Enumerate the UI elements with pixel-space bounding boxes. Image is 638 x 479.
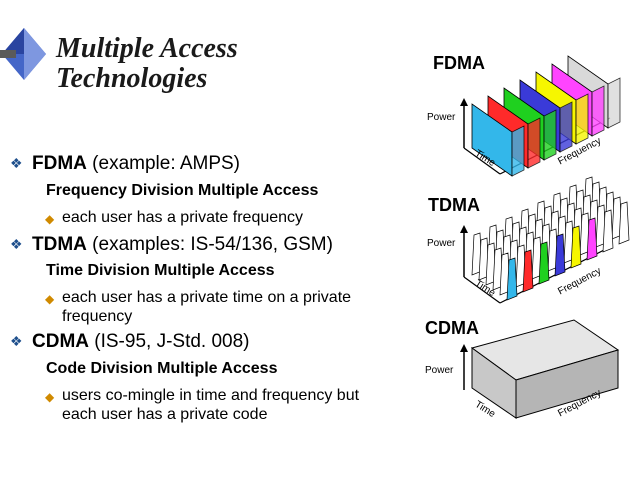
cdma-diagram — [460, 319, 620, 419]
fdma-band-face — [511, 125, 525, 177]
title-line-1: Multiple Access — [56, 33, 238, 64]
fdma-band-face — [543, 109, 557, 161]
subtitle-fdma: Frequency Division Multiple Access — [46, 182, 319, 199]
tdma-diagram-label: TDMA — [428, 195, 480, 215]
fdma-power-label: Power — [427, 112, 456, 123]
tdma-slot — [586, 217, 598, 261]
bullet-fdma-name: FDMA — [32, 153, 87, 174]
tdma-slot — [506, 257, 518, 301]
title-line-2: Technologies — [56, 63, 208, 94]
bullet-cdma-name: CDMA — [32, 331, 89, 352]
point-tdma: ◆ each user has a private time on a priv… — [45, 289, 352, 325]
bullet-tdma-detail: (examples: IS-54/136, GSM) — [92, 234, 333, 255]
tdma-slot — [602, 209, 614, 253]
fdma-diagram-label: FDMA — [433, 53, 485, 73]
subtitle-tdma: Time Division Multiple Access — [46, 262, 275, 279]
subtitle-cdma: Code Division Multiple Access — [46, 360, 278, 377]
small-diamond-icon: ◆ — [45, 390, 55, 404]
small-diamond-icon: ◆ — [45, 292, 55, 306]
tdma-slot — [554, 233, 566, 277]
bullet-tdma-name: TDMA — [32, 234, 87, 255]
diamond-logo-icon — [0, 28, 46, 80]
diamond-bullet-icon: ❖ — [10, 155, 23, 171]
bullet-cdma-detail: (IS-95, J-Std. 008) — [94, 331, 250, 352]
cdma-power-label: Power — [425, 365, 454, 376]
bullet-fdma-detail: (example: AMPS) — [92, 153, 240, 174]
tdma-diagram — [460, 176, 630, 304]
tdma-slot — [538, 241, 550, 285]
fdma-band-face — [575, 93, 589, 145]
diamond-bullet-icon: ❖ — [10, 236, 23, 252]
tdma-slot — [618, 201, 630, 245]
fdma-diagram — [460, 55, 621, 177]
tdma-slot — [522, 249, 534, 293]
bullet-fdma: ❖ FDMA (example: AMPS) — [10, 153, 240, 175]
fdma-band-face — [527, 117, 541, 169]
small-diamond-icon: ◆ — [45, 212, 55, 226]
bullet-tdma: ❖ TDMA (examples: IS-54/136, GSM) — [10, 234, 333, 256]
fdma-band-face — [591, 85, 605, 137]
point-cdma: ◆ users co-mingle in time and frequency … — [45, 387, 360, 423]
fdma-band-face — [559, 101, 573, 153]
fdma-band-face — [607, 77, 621, 129]
cdma-diagram-label: CDMA — [425, 318, 479, 338]
tdma-power-label: Power — [427, 238, 456, 249]
page-title: Multiple Access Technologies — [56, 34, 238, 94]
bullet-cdma: ❖ CDMA (IS-95, J-Std. 008) — [10, 331, 250, 353]
tdma-slot — [570, 225, 582, 269]
point-fdma: ◆ each user has a private frequency — [45, 208, 303, 227]
diamond-bullet-icon: ❖ — [10, 333, 23, 349]
